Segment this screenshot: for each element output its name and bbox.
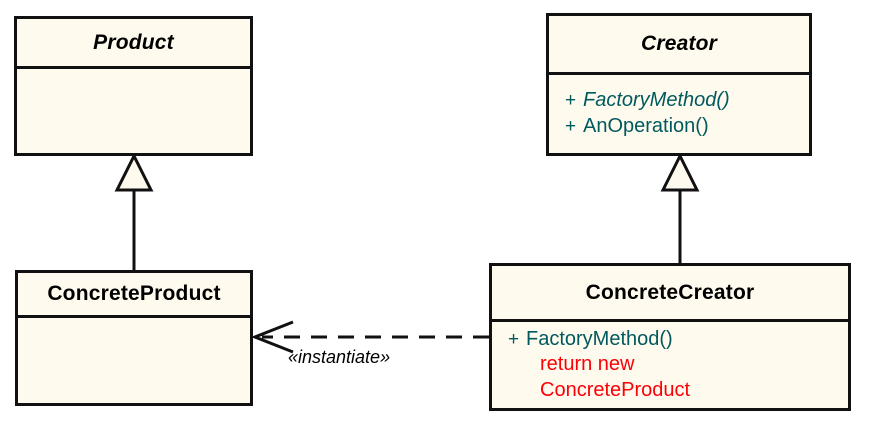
- member-signature: FactoryMethod(): [526, 327, 673, 350]
- class-body-compartment-concreteproduct: [18, 315, 250, 403]
- class-note-line: return new: [540, 353, 635, 376]
- class-member-row: + FactoryMethod(): [492, 327, 848, 353]
- class-body-compartment-product: [17, 66, 250, 153]
- member-signature: AnOperation(): [583, 115, 709, 137]
- class-name-concreteproduct: ConcreteProduct: [47, 282, 221, 305]
- class-title-compartment-concreteproduct: ConcreteProduct: [18, 273, 250, 315]
- class-box-concretecreator[interactable]: ConcreteCreator + FactoryMethod() return…: [489, 263, 851, 411]
- class-member-row: + AnOperation(): [549, 114, 809, 140]
- class-title-compartment-creator: Creator: [549, 16, 809, 72]
- class-member-row: + FactoryMethod(): [549, 88, 809, 114]
- class-title-compartment-concretecreator: ConcreteCreator: [492, 266, 848, 319]
- class-note-line: ConcreteProduct: [540, 378, 691, 401]
- class-body-compartment-concretecreator: + FactoryMethod() return new ConcretePro…: [492, 319, 848, 408]
- generalization-triangle-icon: [114, 152, 154, 192]
- edge-label-instantiate: «instantiate»: [288, 347, 391, 367]
- class-box-creator[interactable]: Creator + FactoryMethod() + AnOperation(…: [546, 13, 812, 156]
- class-box-product[interactable]: Product: [14, 16, 253, 156]
- generalization-triangle-icon: [660, 152, 700, 192]
- class-name-product: Product: [93, 30, 174, 54]
- class-name-creator: Creator: [640, 32, 718, 55]
- member-signature: FactoryMethod(): [583, 89, 730, 112]
- class-body-compartment-creator: + FactoryMethod() + AnOperation(): [549, 72, 809, 153]
- class-box-concreteproduct[interactable]: ConcreteProduct: [15, 270, 253, 406]
- generalization-concretecreator-creator: [660, 152, 700, 264]
- generalization-concreteproduct-product: [114, 152, 154, 271]
- class-title-compartment-product: Product: [17, 19, 250, 66]
- member-visibility: +: [508, 328, 520, 350]
- class-name-concretecreator: ConcreteCreator: [585, 280, 755, 304]
- member-visibility: +: [565, 116, 577, 137]
- member-visibility: +: [565, 90, 577, 112]
